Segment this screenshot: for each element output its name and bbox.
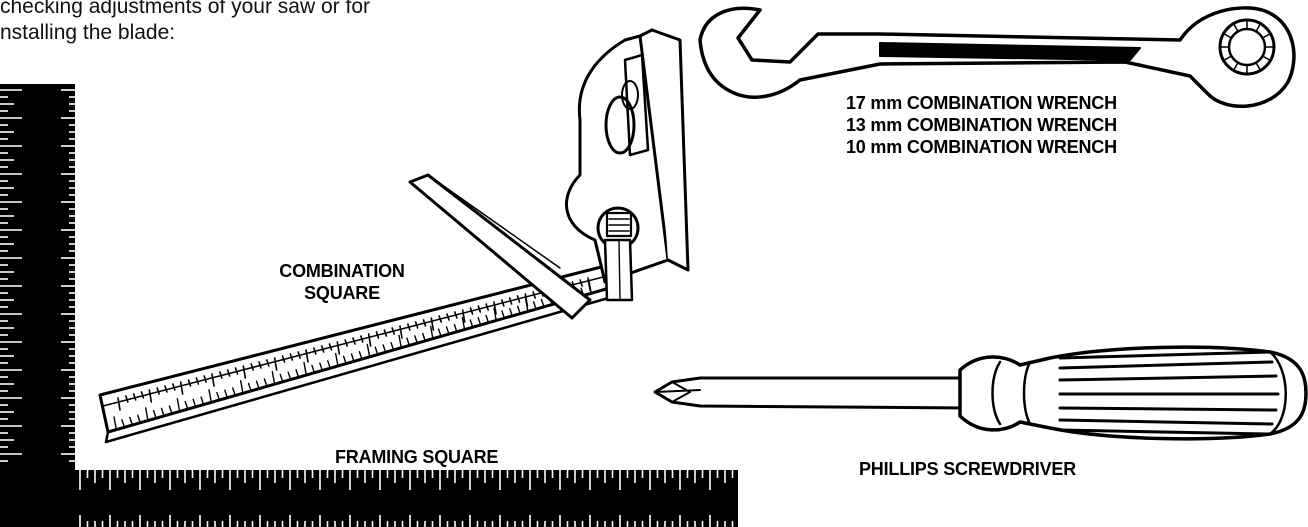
intro-line-1: checking adjustments of your saw or for [0,0,371,18]
label-wrench-10mm: 10 mm COMBINATION WRENCH [846,137,1117,157]
label-wrench-13mm: 13 mm COMBINATION WRENCH [846,115,1117,135]
combination-square-label-line-2: SQUARE [304,283,380,303]
combination-square-icon [98,28,690,444]
phillips-screwdriver-icon [653,345,1308,441]
phillips-screwdriver-label: PHILLIPS SCREWDRIVER [859,459,1077,479]
wrench-labels: 17 mm COMBINATION WRENCH 13 mm COMBINATI… [846,92,1117,158]
framing-square-label: FRAMING SQUARE [335,447,499,467]
intro-text: checking adjustments of your saw or for … [0,0,470,46]
combination-square-label-line-1: COMBINATION [279,261,405,281]
combination-wrench-icon [698,6,1296,109]
intro-line-2: nstalling the blade: [0,21,176,44]
label-wrench-17mm: 17 mm COMBINATION WRENCH [846,93,1117,113]
framing-square-icon [0,84,738,527]
combination-square-label: COMBINATION SQUARE [272,260,412,304]
